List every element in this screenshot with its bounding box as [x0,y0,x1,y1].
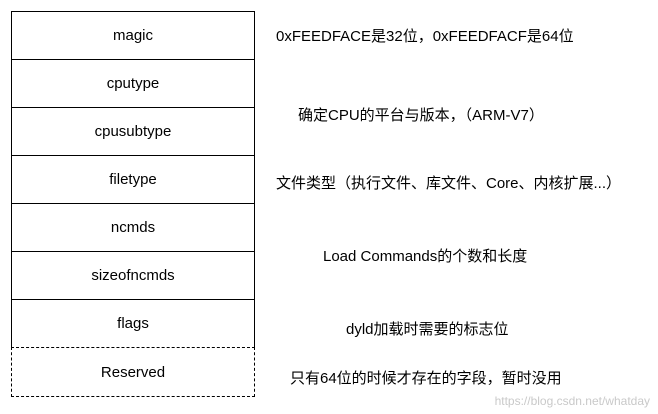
note-flags: dyld加载时需要的标志位 [346,321,509,338]
note-magic: 0xFEEDFACE是32位，0xFEEDFACF是64位 [276,28,574,45]
watermark: https://blog.csdn.net/whatday [494,394,650,408]
note-filetype: 文件类型（执行文件、库文件、Core、内核扩展...） [276,175,622,192]
field-label: cputype [106,75,160,92]
field-filetype: filetype [11,155,255,204]
field-cputype: cputype [11,59,255,108]
field-ncmds: ncmds [11,203,255,252]
field-flags: flags [11,299,255,348]
field-reserved: Reserved [11,347,255,397]
note-ncmds: Load Commands的个数和长度 [323,248,528,265]
note-cpu: 确定CPU的平台与版本，（ARM-V7） [298,107,544,124]
field-label: filetype [109,171,157,188]
mach-header-struct: magic cputype cpusubtype filetype ncmds … [11,11,255,397]
field-label: flags [117,315,149,332]
field-label: cpusubtype [94,123,172,140]
field-sizeofncmds: sizeofncmds [11,251,255,300]
field-magic: magic [11,11,255,60]
field-label: Reserved [100,363,166,381]
field-label: magic [112,27,153,44]
field-label: ncmds [110,219,156,236]
field-cpusubtype: cpusubtype [11,107,255,156]
note-reserved: 只有64位的时候才存在的字段，暂时没用 [290,370,562,387]
field-label: sizeofncmds [91,267,175,284]
